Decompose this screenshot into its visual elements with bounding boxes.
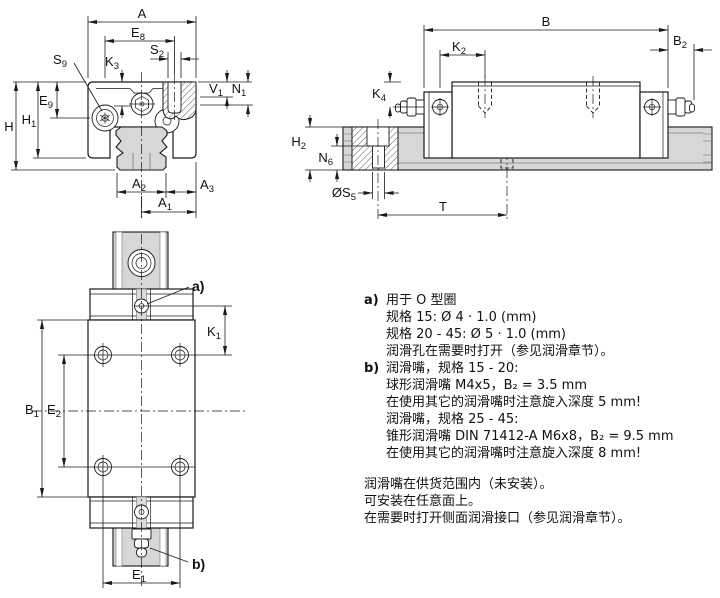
dim-label-e9: E9 <box>39 93 53 111</box>
dim-label-a2: A2 <box>132 176 146 194</box>
note-b-line: 润滑嘴，规格 25 - 45: <box>386 412 519 427</box>
dim-label-e1: E1 <box>132 567 146 585</box>
note-b: b) 润滑嘴，规格 15 - 20: 球形润滑嘴 M4x5，B₂ = 3.5 m… <box>364 360 716 462</box>
dim-label-a3: A3 <box>200 177 214 195</box>
note-b-line: 在使用其它的润滑嘴时注意旋入深度 5 mm! <box>386 395 642 410</box>
dim-label-t: T <box>439 199 447 214</box>
thread-hole-2 <box>586 76 600 118</box>
note-b-line: 锥形润滑嘴 DIN 71412-A M6x8，B₂ = 9.5 mm <box>386 429 674 444</box>
note-a: a) 用于 O 型圈 规格 15: Ø 4 · 1.0 (mm) 规格 20 -… <box>364 292 716 360</box>
dim-label-k4: K4 <box>372 86 386 104</box>
callout-b: b) <box>192 556 205 572</box>
grease-nipple-top-view <box>131 528 152 558</box>
dim-label-n1: N1 <box>232 81 247 99</box>
dim-label-s5: ØS5 <box>332 185 356 203</box>
dim-label-h1: H1 <box>22 112 37 130</box>
dim-label-n6: N6 <box>318 150 333 168</box>
front-view: A E8 S2 S9 K3 V1 N1 H H1 E9 A2 A3 A1 <box>4 6 253 218</box>
top-view-centerlines <box>32 234 248 588</box>
dim-label-a-front: A <box>138 6 147 21</box>
screw-left-torx-icon <box>91 104 119 132</box>
note-footer-line: 润滑嘴在供货范围内（未安装）。 <box>364 477 553 492</box>
side-extension-lines <box>305 25 695 199</box>
front-dimension-lines <box>13 19 251 215</box>
dim-label-k3: K3 <box>105 54 119 72</box>
note-footer-line: 可安装在任意面上。 <box>364 494 482 509</box>
cap-screw-right-icon <box>643 98 661 116</box>
dim-label-b: B <box>542 14 551 29</box>
dim-label-h2: H2 <box>291 134 306 152</box>
rail-break-lines <box>343 133 712 163</box>
note-b-line: 在使用其它的润滑嘴时注意旋入深度 8 mm! <box>386 446 642 461</box>
note-a-line: 规格 20 - 45: Ø 5 · 1.0 (mm) <box>386 327 566 342</box>
side-view: B K2 B2 K4 H2 N6 ØS5 T <box>291 14 713 220</box>
thread-hole-1 <box>478 76 492 118</box>
dim-label-k2: K2 <box>452 39 466 57</box>
note-a-line: 润滑孔在需要时打开（参见润滑章节）。 <box>386 344 614 359</box>
side-dimension-lines <box>307 27 712 218</box>
note-a-line: 用于 O 型圈 <box>386 293 457 308</box>
bolt-hole-shank <box>372 145 385 169</box>
note-b-key: b) <box>364 361 380 376</box>
dim-label-h: H <box>4 119 13 134</box>
dim-label-s9: S9 <box>53 52 67 70</box>
dim-label-e8: E8 <box>131 25 145 43</box>
callout-a: a) <box>192 278 204 294</box>
top-view: B1 E2 K1 E1 a) b) <box>25 231 248 588</box>
dim-label-k1: K1 <box>207 324 221 342</box>
note-b-line: 球形润滑嘴 M4x5，B₂ = 3.5 mm <box>386 378 588 393</box>
top-dimension-lines <box>39 286 228 586</box>
note-a-key: a) <box>364 293 379 308</box>
dim-label-b2: B2 <box>673 33 687 51</box>
dim-label-a1: A1 <box>158 195 172 213</box>
note-footer: 润滑嘴在供货范围内（未安装）。 可安装在任意面上。 在需要时打开侧面润滑接口（参… <box>364 476 716 527</box>
dim-label-e2: E2 <box>47 402 61 420</box>
carriage-body-side <box>451 81 641 159</box>
top-extension-lines <box>37 319 181 588</box>
grease-nipple-right <box>667 97 695 117</box>
note-b-line: 润滑嘴，规格 15 - 20: <box>386 361 519 376</box>
screw-center-hex-icon <box>129 92 155 116</box>
note-a-line: 规格 15: Ø 4 · 1.0 (mm) <box>386 310 537 325</box>
lubrication-notes: a) 用于 O 型圈 规格 15: Ø 4 · 1.0 (mm) 规格 20 -… <box>364 292 716 527</box>
note-footer-line: 在需要时打开侧面润滑接口（参见润滑章节）。 <box>364 511 631 526</box>
dim-label-v1: V1 <box>209 81 223 99</box>
dim-label-s2: S2 <box>150 42 164 60</box>
dim-label-b1: B1 <box>25 402 39 420</box>
cap-screw-left-icon <box>431 98 449 116</box>
